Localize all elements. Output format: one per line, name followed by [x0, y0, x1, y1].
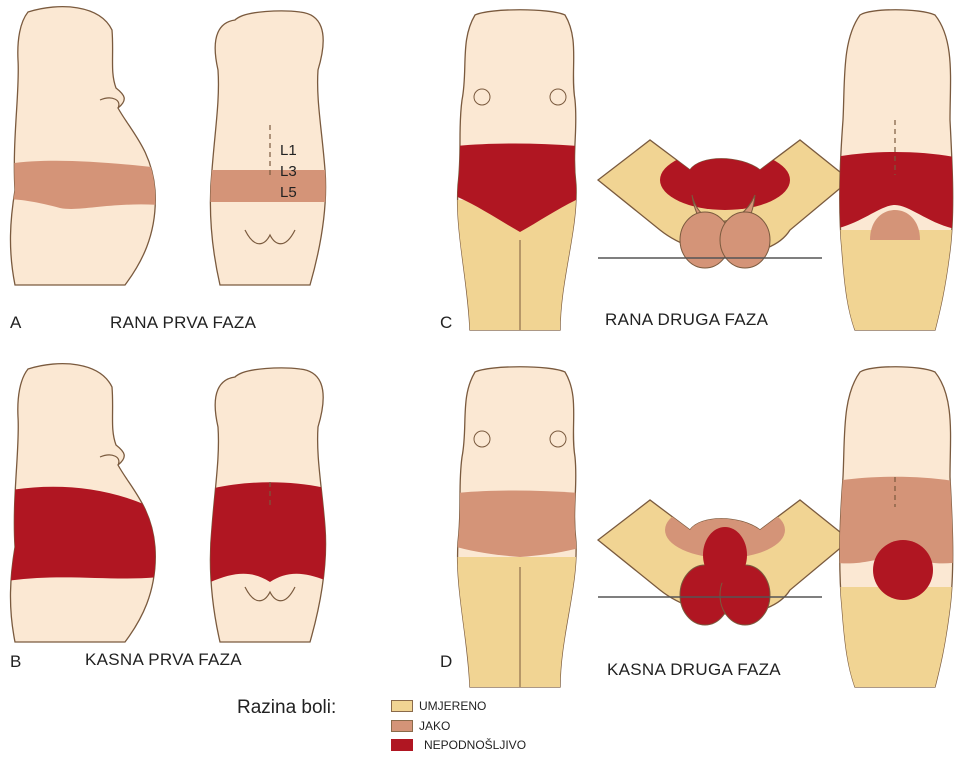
panel-a-side-view [0, 7, 160, 285]
panel-a-letter: A [10, 313, 21, 333]
panel-a-back-view [200, 11, 340, 285]
legend-swatch-intolerable [391, 739, 413, 751]
legend-title: Razina boli: [237, 697, 336, 719]
panel-d-title: KASNA DRUGA FAZA [607, 660, 781, 680]
vertebra-label-l5: L5 [280, 184, 297, 201]
legend-label-intolerable: NEPODNOŠLJIVO [424, 738, 526, 752]
panel-d-lithotomy-view [598, 500, 850, 625]
panel-c-back-view [830, 10, 960, 340]
legend-label-severe: JAKO [419, 719, 450, 733]
legend-item-moderate: UMJERENO [391, 699, 486, 713]
panel-a-title: RANA PRVA FAZA [110, 313, 256, 333]
legend-swatch-moderate [391, 700, 413, 712]
panel-b-back-view [200, 368, 340, 642]
legend-swatch-severe [391, 720, 413, 732]
panel-b-side-view [0, 364, 160, 642]
legend-item-intolerable: NEPODNOŠLJIVO [391, 738, 526, 752]
panel-d-letter: D [440, 652, 452, 672]
panel-d-front-view [440, 367, 600, 697]
panel-c-lithotomy-view [598, 140, 850, 268]
panel-d-back-view [830, 367, 960, 697]
panel-c-front-view [440, 10, 600, 340]
legend-label-moderate: UMJERENO [419, 699, 486, 713]
vertebra-label-l3: L3 [280, 163, 297, 180]
panel-c-letter: C [440, 313, 452, 333]
panel-c-title: RANA DRUGA FAZA [605, 310, 768, 330]
panel-b-letter: B [10, 652, 21, 672]
legend-item-severe: JAKO [391, 719, 450, 733]
vertebra-label-l1: L1 [280, 142, 297, 159]
panel-b-title: KASNA PRVA FAZA [85, 650, 242, 670]
